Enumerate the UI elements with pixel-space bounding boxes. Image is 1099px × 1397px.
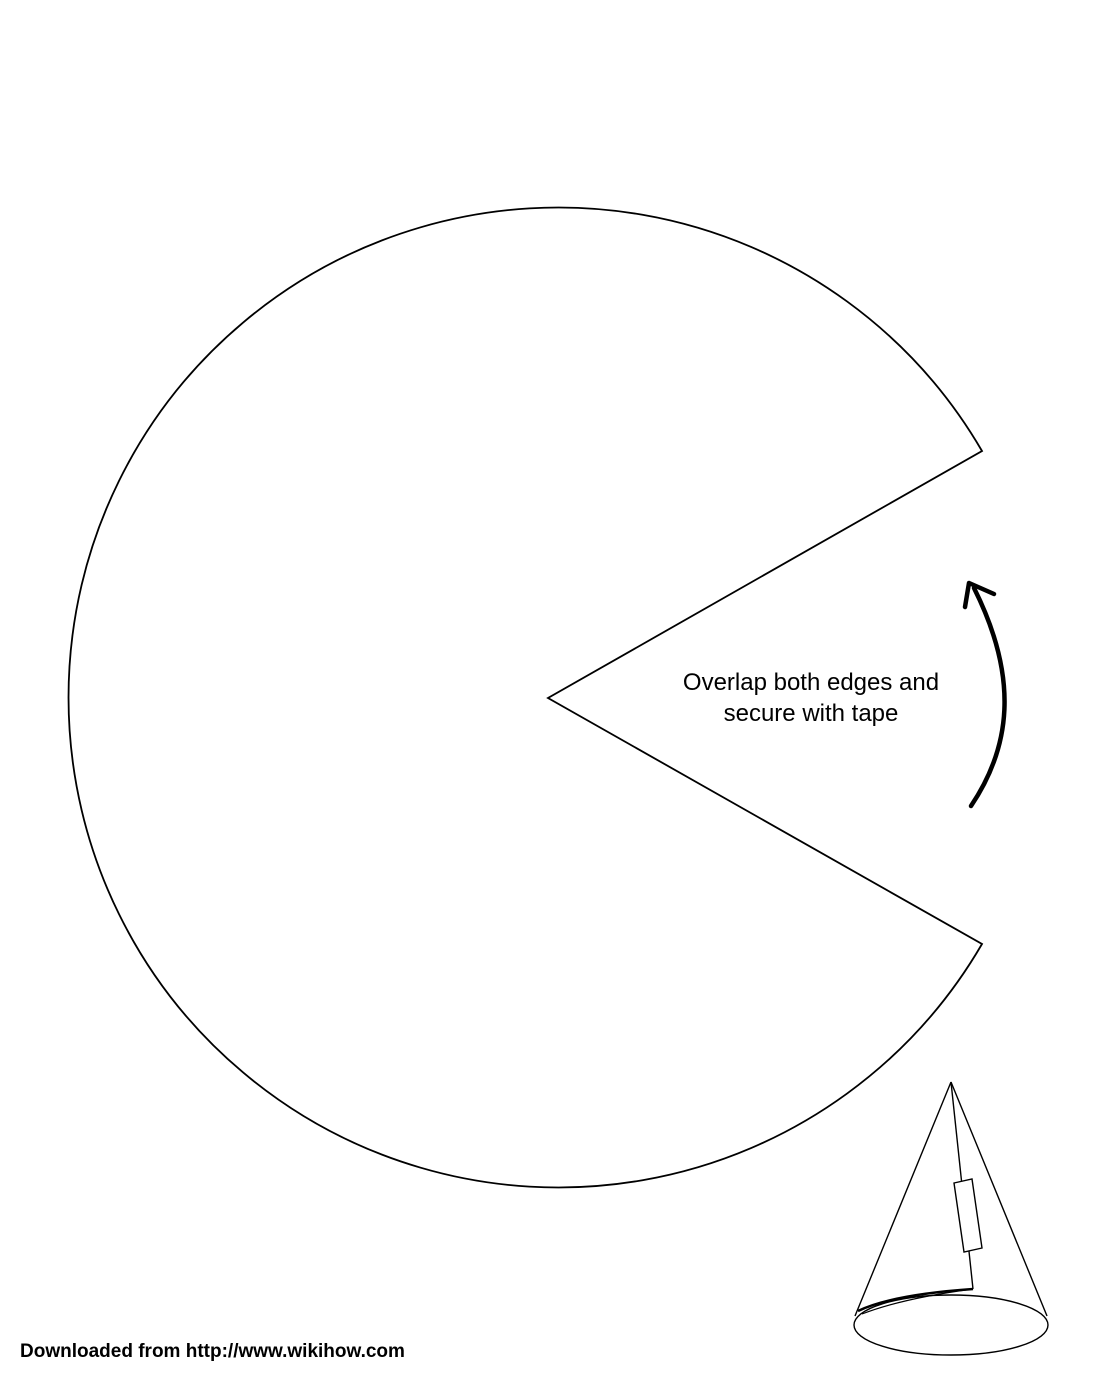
- cone-template-cutout: [67, 206, 984, 1189]
- instruction-line-1: Overlap both edges and: [683, 669, 939, 696]
- finished-cone-hat-icon: [853, 1081, 1049, 1356]
- instruction-line-2: secure with tape: [724, 700, 899, 727]
- source-footer: Downloaded from http://www.wikihow.com: [20, 1341, 405, 1362]
- curved-arrow-up-icon: [962, 580, 1007, 809]
